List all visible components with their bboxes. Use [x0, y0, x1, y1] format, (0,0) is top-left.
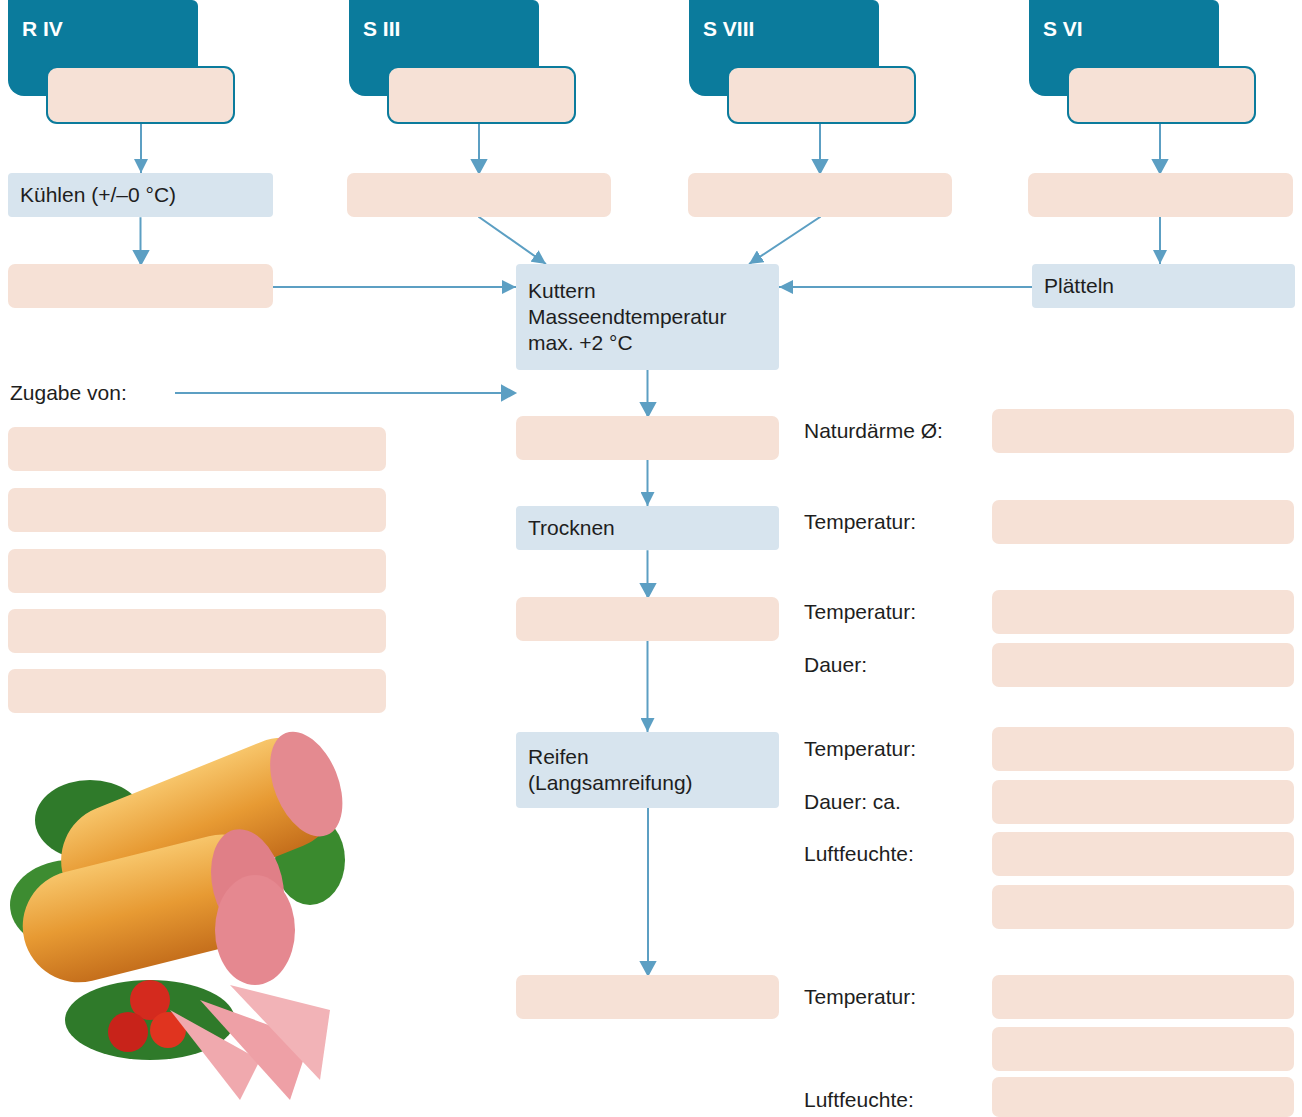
- answer-field: [992, 1027, 1294, 1071]
- process-box: Reifen (Langsamreifung): [516, 732, 779, 808]
- answer-field: [992, 590, 1294, 634]
- step-text: S VIII: [703, 16, 865, 42]
- field-label: Temperatur:: [804, 599, 916, 624]
- answer-field: [1067, 66, 1256, 124]
- step-text: S VI: [1043, 16, 1205, 42]
- meat-grade-tab: R IV: [8, 0, 235, 124]
- arrow-line: [175, 392, 504, 394]
- answer-field: [688, 173, 952, 217]
- answer-field: [992, 780, 1294, 824]
- field-label: Temperatur:: [804, 736, 916, 761]
- answer-field: [516, 416, 779, 460]
- answer-field: [8, 609, 386, 653]
- step-text: Kuttern: [528, 278, 767, 304]
- flow-arrow: [779, 286, 1032, 288]
- arrow-head: [502, 386, 515, 400]
- flow-arrow: [647, 550, 649, 732]
- answer-field: [992, 1077, 1294, 1117]
- answer-field: [727, 66, 916, 124]
- arrow-line: [647, 808, 649, 964]
- answer-field: [387, 66, 576, 124]
- answer-field: [992, 832, 1294, 876]
- field-label: Luftfeuchte:: [804, 1087, 914, 1112]
- field-label: Temperatur:: [804, 509, 916, 534]
- arrow-head: [641, 962, 655, 975]
- field-label: Temperatur:: [804, 984, 916, 1009]
- step-text: Reifen (Langsamreifung): [528, 744, 709, 797]
- answer-field: [1028, 173, 1293, 217]
- meat-grade-tab: S III: [349, 0, 576, 124]
- field-label: Naturdärme Ø:: [804, 418, 943, 443]
- process-box: Trocknen: [516, 506, 779, 550]
- meat-grade-tab: S VIII: [689, 0, 916, 124]
- answer-field: [992, 500, 1294, 544]
- meat-grade-tab: S VI: [1029, 0, 1256, 124]
- answer-field: [8, 264, 273, 308]
- step-text: Trocknen: [528, 515, 767, 541]
- flow-arrow: [140, 124, 142, 173]
- step-text: R IV: [22, 16, 184, 42]
- step-note: Masseendtemperatur max. +2 °C: [528, 304, 767, 357]
- process-box: Plätteln: [1032, 264, 1295, 308]
- answer-field: [992, 643, 1294, 687]
- answer-field: [46, 66, 235, 124]
- step-text: Kühlen (+/–0 °C): [20, 182, 261, 208]
- answer-field: [8, 549, 386, 593]
- answer-field: [8, 669, 386, 713]
- answer-field: [516, 975, 779, 1019]
- field-label: Luftfeuchte:: [804, 841, 914, 866]
- process-box: KutternMasseendtemperatur max. +2 °C: [516, 264, 779, 370]
- process-box: Kühlen (+/–0 °C): [8, 173, 273, 217]
- answer-field: [992, 885, 1294, 929]
- sausage-photo: [10, 720, 357, 1100]
- field-label: Dauer:: [804, 652, 867, 677]
- answer-field: [8, 427, 386, 471]
- field-label: Dauer: ca.: [804, 789, 901, 814]
- answer-field: [992, 975, 1294, 1019]
- field-label: Zugabe von:: [10, 380, 127, 405]
- step-text: S III: [363, 16, 525, 42]
- answer-field: [516, 597, 779, 641]
- step-text: Plätteln: [1044, 273, 1283, 299]
- answer-field: [347, 173, 611, 217]
- answer-field: [992, 727, 1294, 771]
- answer-field: [992, 409, 1294, 453]
- answer-field: [8, 488, 386, 532]
